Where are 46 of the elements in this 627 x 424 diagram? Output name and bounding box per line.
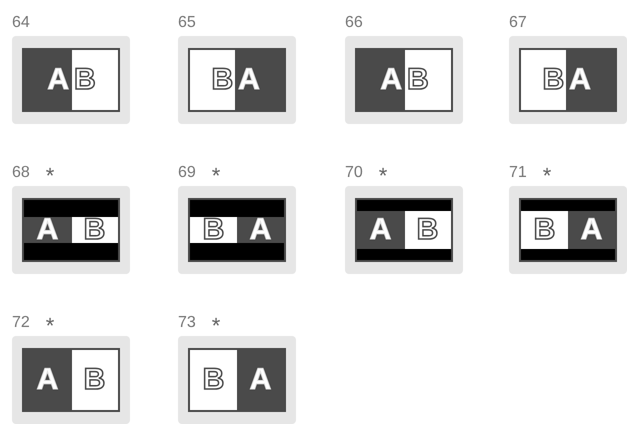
letter: A	[250, 215, 272, 245]
letter: A	[238, 65, 260, 95]
letter: A	[580, 215, 602, 245]
transition-tile	[12, 336, 130, 424]
transition-tile	[509, 186, 627, 274]
item-number: 67	[509, 15, 527, 31]
transition-tile	[345, 186, 463, 274]
letter: A	[569, 65, 591, 95]
letter: A	[36, 365, 58, 395]
letter: B	[74, 65, 96, 95]
letter: B	[542, 65, 564, 95]
letter: B	[202, 365, 224, 395]
item-number: 64	[12, 15, 30, 31]
letter: B	[534, 215, 556, 245]
letter: A	[380, 65, 402, 95]
letter: B	[211, 65, 234, 95]
item-number: 68	[12, 165, 30, 181]
asterisk-mark: *	[212, 312, 220, 337]
asterisk-mark: *	[46, 312, 54, 337]
transition-tile	[509, 36, 627, 124]
transition-tile	[12, 186, 130, 274]
letter: B	[84, 215, 106, 245]
letter: A	[250, 365, 272, 395]
letter: B	[407, 65, 429, 95]
letter: A	[36, 215, 58, 245]
asterisk-mark: *	[212, 162, 220, 187]
asterisk-mark: *	[542, 162, 552, 187]
asterisk-mark: *	[378, 162, 388, 187]
item-number: 71	[509, 165, 527, 181]
letter: B	[202, 215, 224, 245]
item-number: 70	[345, 165, 363, 181]
transition-tile	[345, 36, 463, 124]
transition-tile	[178, 36, 296, 124]
item-number: 72	[12, 315, 30, 331]
item-number: 66	[345, 15, 363, 31]
item-number: 69	[178, 165, 196, 181]
transition-tile	[178, 186, 296, 274]
item-number: 65	[178, 15, 196, 31]
letter: A	[370, 215, 392, 245]
letter: A	[47, 65, 69, 95]
transition-tile	[12, 36, 130, 124]
item-number: 73	[178, 315, 196, 331]
letter: B	[84, 365, 106, 395]
transition-tile	[178, 336, 296, 424]
asterisk-mark: *	[46, 162, 54, 187]
letter: B	[416, 215, 438, 245]
